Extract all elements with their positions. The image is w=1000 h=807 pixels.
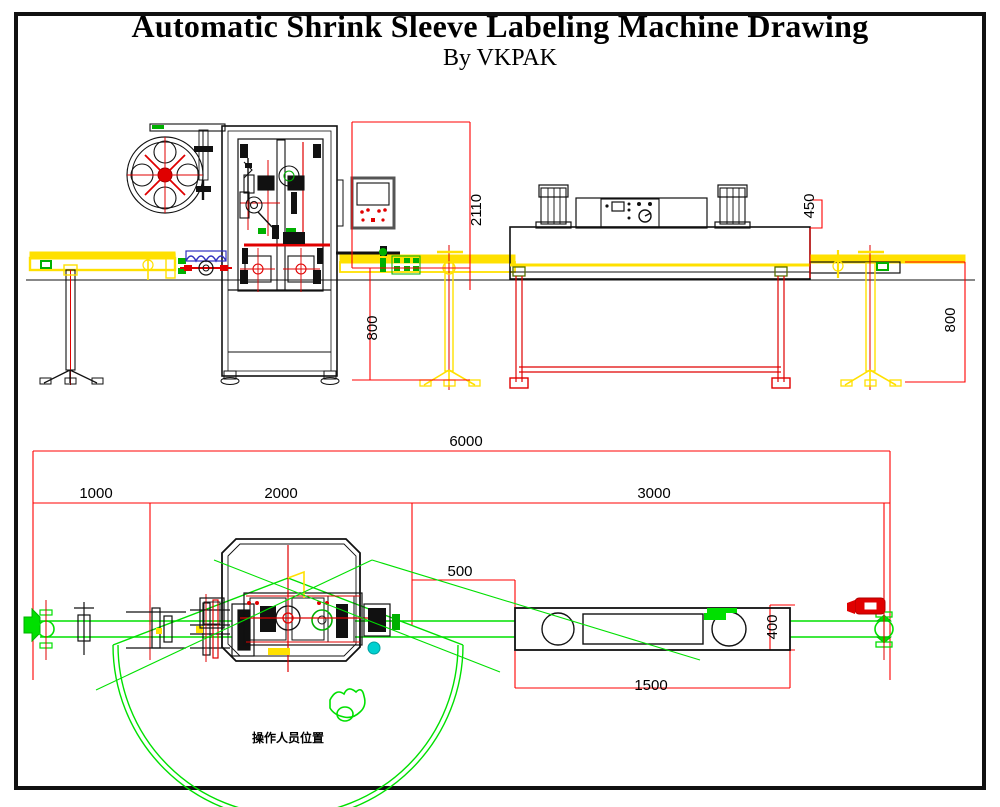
plan-view: 6000 1000 2000 3000 500 1500 400 操作人员位置	[23, 433, 894, 807]
hmi-screen[interactable]	[356, 182, 390, 206]
elevation-dimensions	[351, 121, 966, 383]
dim-label-500: 500	[447, 563, 472, 580]
dim-label-800-left: 800	[364, 315, 381, 340]
tunnel-display	[611, 201, 625, 212]
page-subtitle: By VKPAK	[442, 44, 558, 71]
conveyor-stand-right	[840, 245, 902, 390]
dim-label-2000: 2000	[264, 485, 297, 502]
shrink-tunnel	[509, 184, 811, 280]
shrink-tunnel-plan	[514, 607, 791, 651]
plan-drive-motor-icon	[847, 597, 886, 615]
dim-label-450: 450	[801, 193, 818, 218]
dim-label-1000: 1000	[79, 485, 112, 502]
operator-position-label: 操作人员位置	[252, 730, 324, 745]
plan-outfeed-drive	[847, 590, 894, 660]
conveyor-stand-mid	[419, 245, 481, 390]
dim-label-800-right: 800	[942, 307, 959, 332]
mid-conveyor	[336, 246, 516, 275]
dim-450	[810, 199, 823, 229]
drawing-border	[14, 12, 986, 790]
elevation-view: 2110 800 450 800	[26, 121, 975, 390]
plan-sight-lines	[95, 559, 701, 691]
plan-sensor-left	[156, 628, 162, 634]
outfeed-conveyor	[809, 250, 966, 278]
dim-800-right	[905, 262, 966, 383]
dim-label-1500: 1500	[634, 677, 667, 694]
dim-label-2110: 2110	[468, 194, 485, 226]
dim-label-400: 400	[764, 614, 781, 639]
operator-silhouette-icon	[329, 688, 366, 722]
page-title: Automatic Shrink Sleeve Labeling Machine…	[131, 8, 869, 44]
dim-label-6000: 6000	[449, 433, 482, 450]
plan-guide-posts	[74, 595, 186, 660]
title-block: Automatic Shrink Sleeve Labeling Machine…	[0, 8, 1000, 71]
plan-sensor-mid	[196, 626, 203, 633]
tunnel-fan-left	[541, 612, 575, 646]
reel-support-arm	[149, 123, 226, 200]
screw-feeder	[180, 250, 232, 281]
plan-dimensions	[32, 450, 891, 689]
hmi-panel[interactable]	[336, 176, 396, 230]
labeling-machine-plan	[199, 538, 400, 672]
labeling-machine-frame	[220, 125, 340, 385]
infeed-conveyor	[28, 251, 186, 280]
dim-label-3000: 3000	[637, 485, 670, 502]
tunnel-support-frame	[509, 266, 791, 389]
tunnel-dial[interactable]	[638, 209, 652, 223]
conveyor-stand-left	[39, 264, 104, 385]
tunnel-control-panel[interactable]	[600, 198, 660, 228]
label-reel	[126, 136, 204, 214]
plan-infeed-drive	[23, 600, 55, 660]
